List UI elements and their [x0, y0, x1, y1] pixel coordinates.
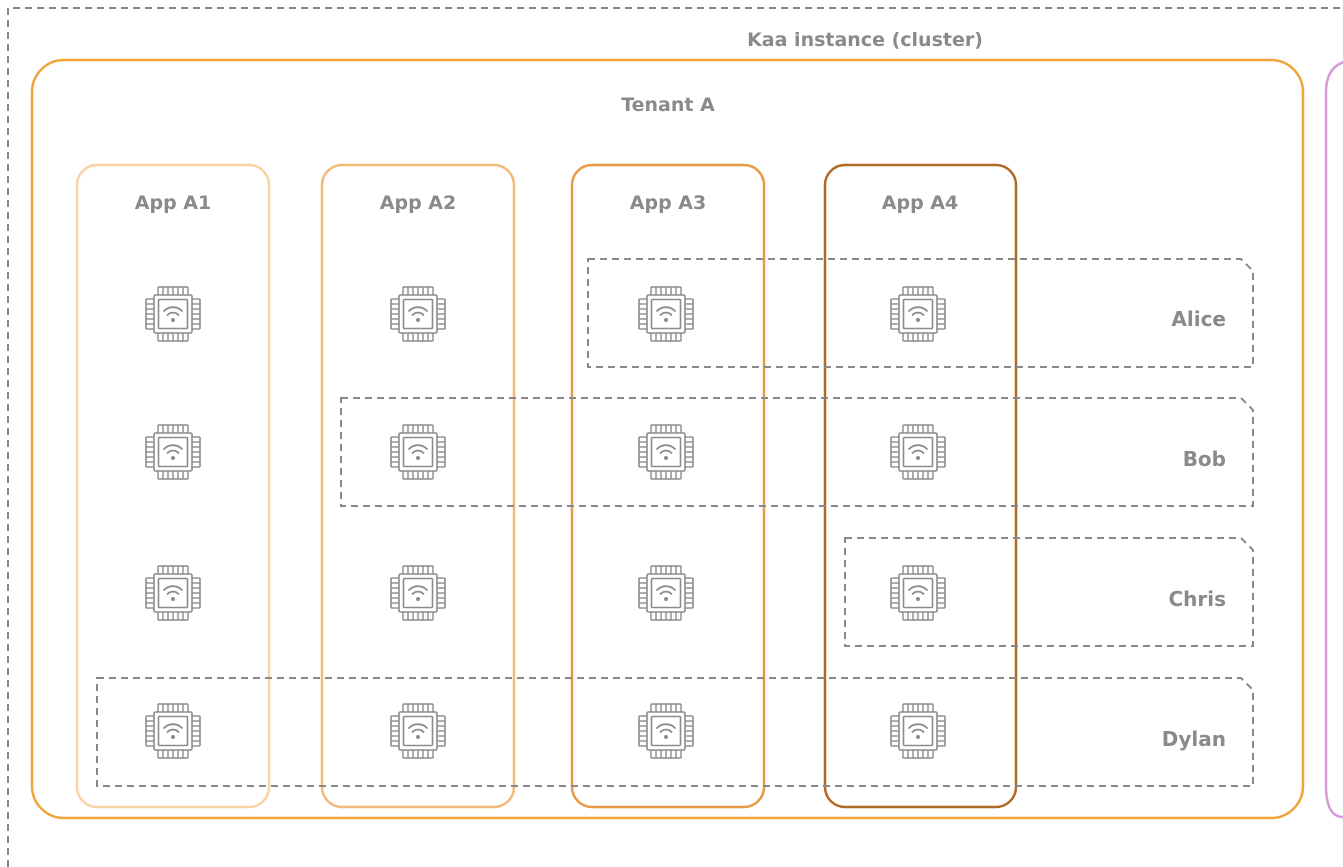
tenant-a-container	[30, 58, 1305, 820]
device-chip-icon	[390, 286, 446, 342]
app-a3-column	[570, 163, 766, 809]
user-group-dylan	[96, 677, 1254, 787]
cluster-label: Kaa instance (cluster)	[747, 29, 983, 51]
user-label-alice: Alice	[1171, 307, 1226, 331]
app-a1-column	[75, 163, 271, 809]
device-chip-icon	[145, 424, 201, 480]
app-a3-label: App A3	[630, 192, 706, 214]
app-a4-label: App A4	[882, 192, 958, 214]
device-chip-icon	[890, 565, 946, 621]
device-chip-icon	[890, 703, 946, 759]
device-chip-icon	[638, 286, 694, 342]
device-chip-icon	[145, 565, 201, 621]
device-chip-icon	[390, 703, 446, 759]
user-label-dylan: Dylan	[1162, 727, 1226, 751]
app-a2-column	[320, 163, 516, 809]
device-chip-icon	[638, 703, 694, 759]
app-a4-column	[823, 163, 1018, 809]
user-label-bob: Bob	[1183, 447, 1226, 471]
user-group-bob	[340, 397, 1254, 507]
app-a1-label: App A1	[135, 192, 211, 214]
user-label-chris: Chris	[1168, 587, 1226, 611]
device-chip-icon	[638, 424, 694, 480]
device-chip-icon	[890, 286, 946, 342]
device-chip-icon	[390, 424, 446, 480]
device-chip-icon	[145, 703, 201, 759]
device-chip-icon	[390, 565, 446, 621]
adjacent-tenant-container	[1324, 58, 1343, 819]
cluster-boundary	[7, 7, 1343, 867]
device-chip-icon	[638, 565, 694, 621]
device-chip-icon	[145, 286, 201, 342]
app-a2-label: App A2	[380, 192, 456, 214]
user-group-alice	[587, 258, 1254, 368]
user-group-chris	[844, 537, 1254, 647]
device-chip-icon	[890, 424, 946, 480]
tenant-label: Tenant A	[621, 94, 715, 116]
